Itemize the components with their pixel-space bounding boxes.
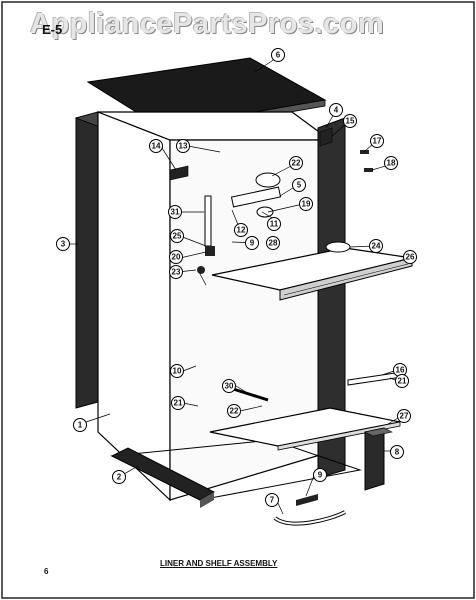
- svg-text:23: 23: [172, 268, 181, 277]
- callout-22-lower: 22: [227, 404, 241, 418]
- callout-20: 20: [169, 250, 183, 264]
- lower-shelf-edge: [277, 421, 401, 451]
- control-tube: [204, 195, 212, 247]
- svg-text:2: 2: [117, 473, 122, 482]
- svg-text:22: 22: [292, 159, 301, 168]
- callout-27: 27: [397, 409, 411, 423]
- svg-text:20: 20: [172, 253, 181, 262]
- svg-text:21: 21: [398, 377, 407, 386]
- grommet: [197, 266, 205, 274]
- svg-text:13: 13: [179, 142, 188, 151]
- callout-2: 2: [112, 470, 126, 484]
- page-ref: E-5: [42, 22, 63, 37]
- svg-text:15: 15: [346, 117, 355, 126]
- svg-text:4: 4: [334, 106, 339, 115]
- svg-text:7: 7: [270, 496, 275, 505]
- page-number: 6: [44, 567, 49, 576]
- callout-13: 13: [176, 139, 190, 153]
- callout-15: 15: [343, 114, 357, 128]
- drain-tube-inner: [274, 511, 346, 525]
- light-bracket: [230, 186, 282, 208]
- svg-text:19: 19: [302, 200, 311, 209]
- diagram-caption: LINER AND SHELF ASSEMBLY: [160, 559, 278, 568]
- svg-text:3: 3: [61, 240, 66, 249]
- callout-19: 19: [299, 197, 313, 211]
- svg-text:28: 28: [269, 239, 278, 248]
- callout-8: 8: [390, 445, 404, 459]
- callout-21: 21: [395, 374, 409, 388]
- callout-31: 31: [168, 205, 182, 219]
- svg-text:25: 25: [173, 232, 182, 241]
- svg-text:9: 9: [318, 471, 323, 480]
- callout-53: 21: [171, 396, 185, 410]
- callout-26: 26: [403, 250, 417, 264]
- svg-text:5: 5: [297, 181, 302, 190]
- shelf-support-rail: [347, 371, 403, 386]
- bottom-rail-edge: [200, 492, 214, 508]
- svg-text:24: 24: [372, 242, 381, 251]
- svg-text:21: 21: [174, 399, 183, 408]
- svg-text:22: 22: [230, 407, 239, 416]
- callout-18: 18: [384, 156, 398, 170]
- svg-text:12: 12: [237, 226, 246, 235]
- callout-11: 11: [267, 217, 281, 231]
- svg-text:1: 1: [78, 421, 83, 430]
- light-bulb: [256, 206, 274, 218]
- svg-text:11: 11: [270, 220, 279, 229]
- callout-22-upper: 22: [289, 156, 303, 170]
- watermark: AppliancePartsPros.com: [30, 8, 385, 40]
- screw-lower: [364, 168, 373, 172]
- right-side-wrap: [317, 117, 346, 479]
- thermostat-knob: [255, 172, 281, 188]
- liner-left-wall: [97, 111, 171, 502]
- callout-5: 5: [292, 178, 306, 192]
- callout-9-upper: 9: [245, 236, 259, 250]
- hinge-bracket-left: [169, 165, 189, 181]
- callout-10-left: 10: [170, 364, 184, 378]
- spacer-block-top: [364, 427, 393, 437]
- callout-7: 7: [265, 493, 279, 507]
- svg-text:9: 9: [250, 239, 255, 248]
- shelf-clip: [325, 241, 351, 253]
- tube-clip: [296, 494, 318, 506]
- left-side-wrap: [75, 111, 99, 409]
- svg-text:30: 30: [225, 382, 234, 391]
- svg-text:16: 16: [396, 366, 405, 375]
- callout-23: 23: [169, 265, 183, 279]
- svg-text:6: 6: [276, 51, 281, 60]
- svg-text:8: 8: [395, 448, 400, 457]
- hinge-bracket-right: [319, 127, 333, 147]
- callout-4: 4: [329, 103, 343, 117]
- callout-24: 24: [369, 239, 383, 253]
- svg-text:14: 14: [152, 142, 161, 151]
- callout-16: 16: [393, 363, 407, 377]
- callout-12: 12: [234, 223, 248, 237]
- callout-1: 1: [73, 418, 87, 432]
- upper-shelf-trim-line: [283, 263, 409, 296]
- callout-3: 3: [56, 237, 70, 251]
- callout-6: 6: [271, 48, 285, 62]
- svg-text:17: 17: [373, 137, 382, 146]
- svg-text:31: 31: [171, 208, 180, 217]
- callout-25: 25: [170, 229, 184, 243]
- svg-text:26: 26: [406, 253, 415, 262]
- svg-text:27: 27: [400, 412, 409, 421]
- svg-text:10: 10: [173, 367, 182, 376]
- callout-14: 14: [149, 139, 163, 153]
- callout-28: 28: [266, 236, 280, 250]
- control-box: [205, 246, 215, 256]
- callout-17: 17: [370, 134, 384, 148]
- upper-shelf-front-trim: [279, 257, 413, 301]
- spacer-block: [364, 427, 385, 491]
- svg-text:18: 18: [387, 159, 396, 168]
- callout-9-lower: 9: [313, 468, 327, 482]
- callout-30: 30: [222, 379, 236, 393]
- lower-shelf-stud: [229, 386, 269, 402]
